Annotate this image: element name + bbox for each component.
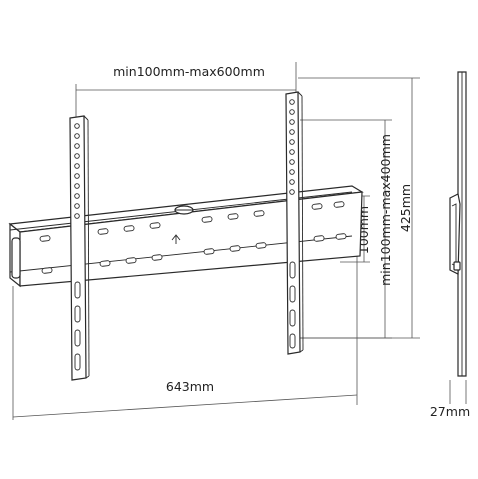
overall-width-label: 643mm [166, 379, 214, 394]
up-arrow-icon [171, 234, 181, 244]
right-arm-holes [289, 99, 295, 195]
vesa-height-range-label: min100mm-max400mm [378, 134, 393, 286]
left-arm-holes [74, 123, 80, 219]
dimension-overall-width: 643mm [12, 250, 358, 420]
depth-label: 27mm [430, 404, 470, 419]
right-bracket-arm [285, 91, 304, 355]
vesa-width-label: min100mm-max600mm [113, 64, 265, 79]
overall-height-label: 425mm [398, 184, 413, 232]
left-bracket-arm [69, 115, 90, 381]
side-profile-view: 27mm [430, 71, 470, 419]
left-arm-slots [74, 281, 81, 371]
wall-plate-slots [39, 201, 347, 274]
dimension-vesa-height: min100mm-max400mm [300, 119, 393, 339]
right-arm-slots [289, 261, 296, 349]
wall-plate [8, 185, 364, 288]
dimension-vesa-width: min100mm-max600mm [75, 62, 297, 118]
